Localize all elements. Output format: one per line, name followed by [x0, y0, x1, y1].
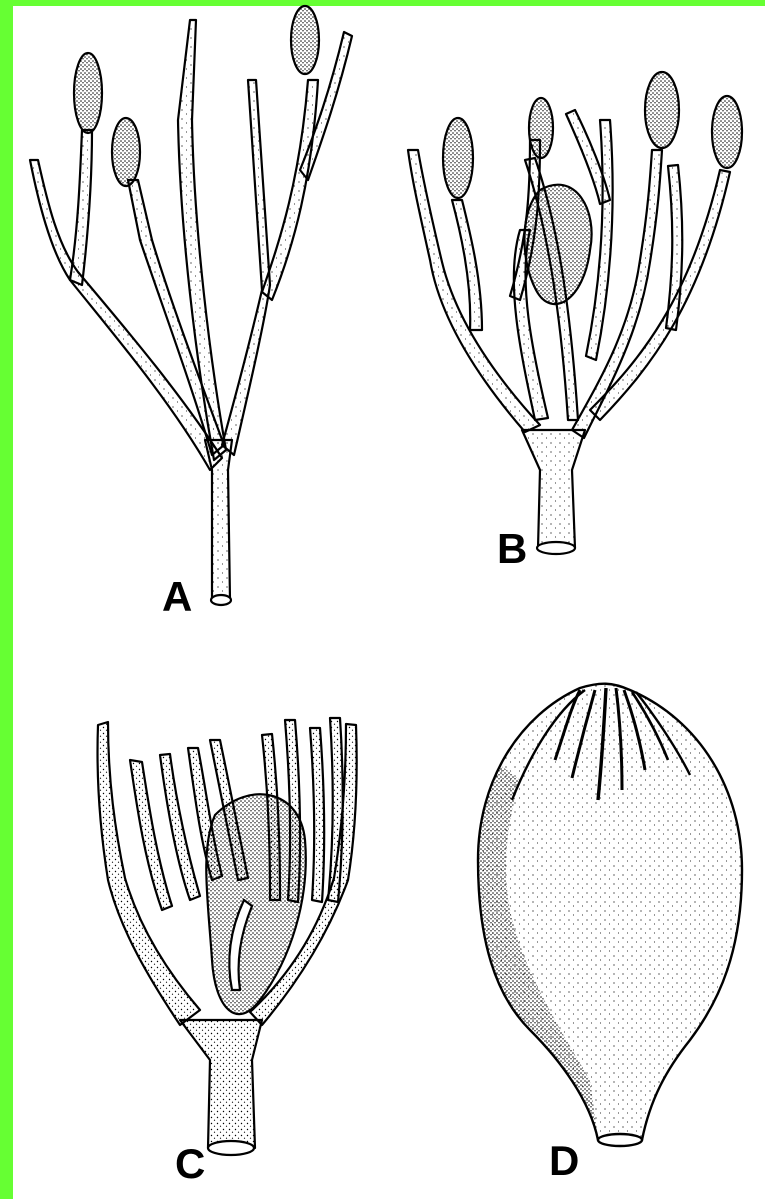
panel-label-d: D [549, 1140, 579, 1182]
panel-c-drawing [97, 718, 356, 1155]
panel-label-b: B [497, 528, 527, 570]
panel-b-drawing [408, 72, 742, 554]
panel-d-drawing [478, 684, 742, 1146]
panel-label-c: C [175, 1143, 205, 1185]
panel-a-drawing [30, 6, 352, 605]
panel-label-a: A [162, 576, 192, 618]
